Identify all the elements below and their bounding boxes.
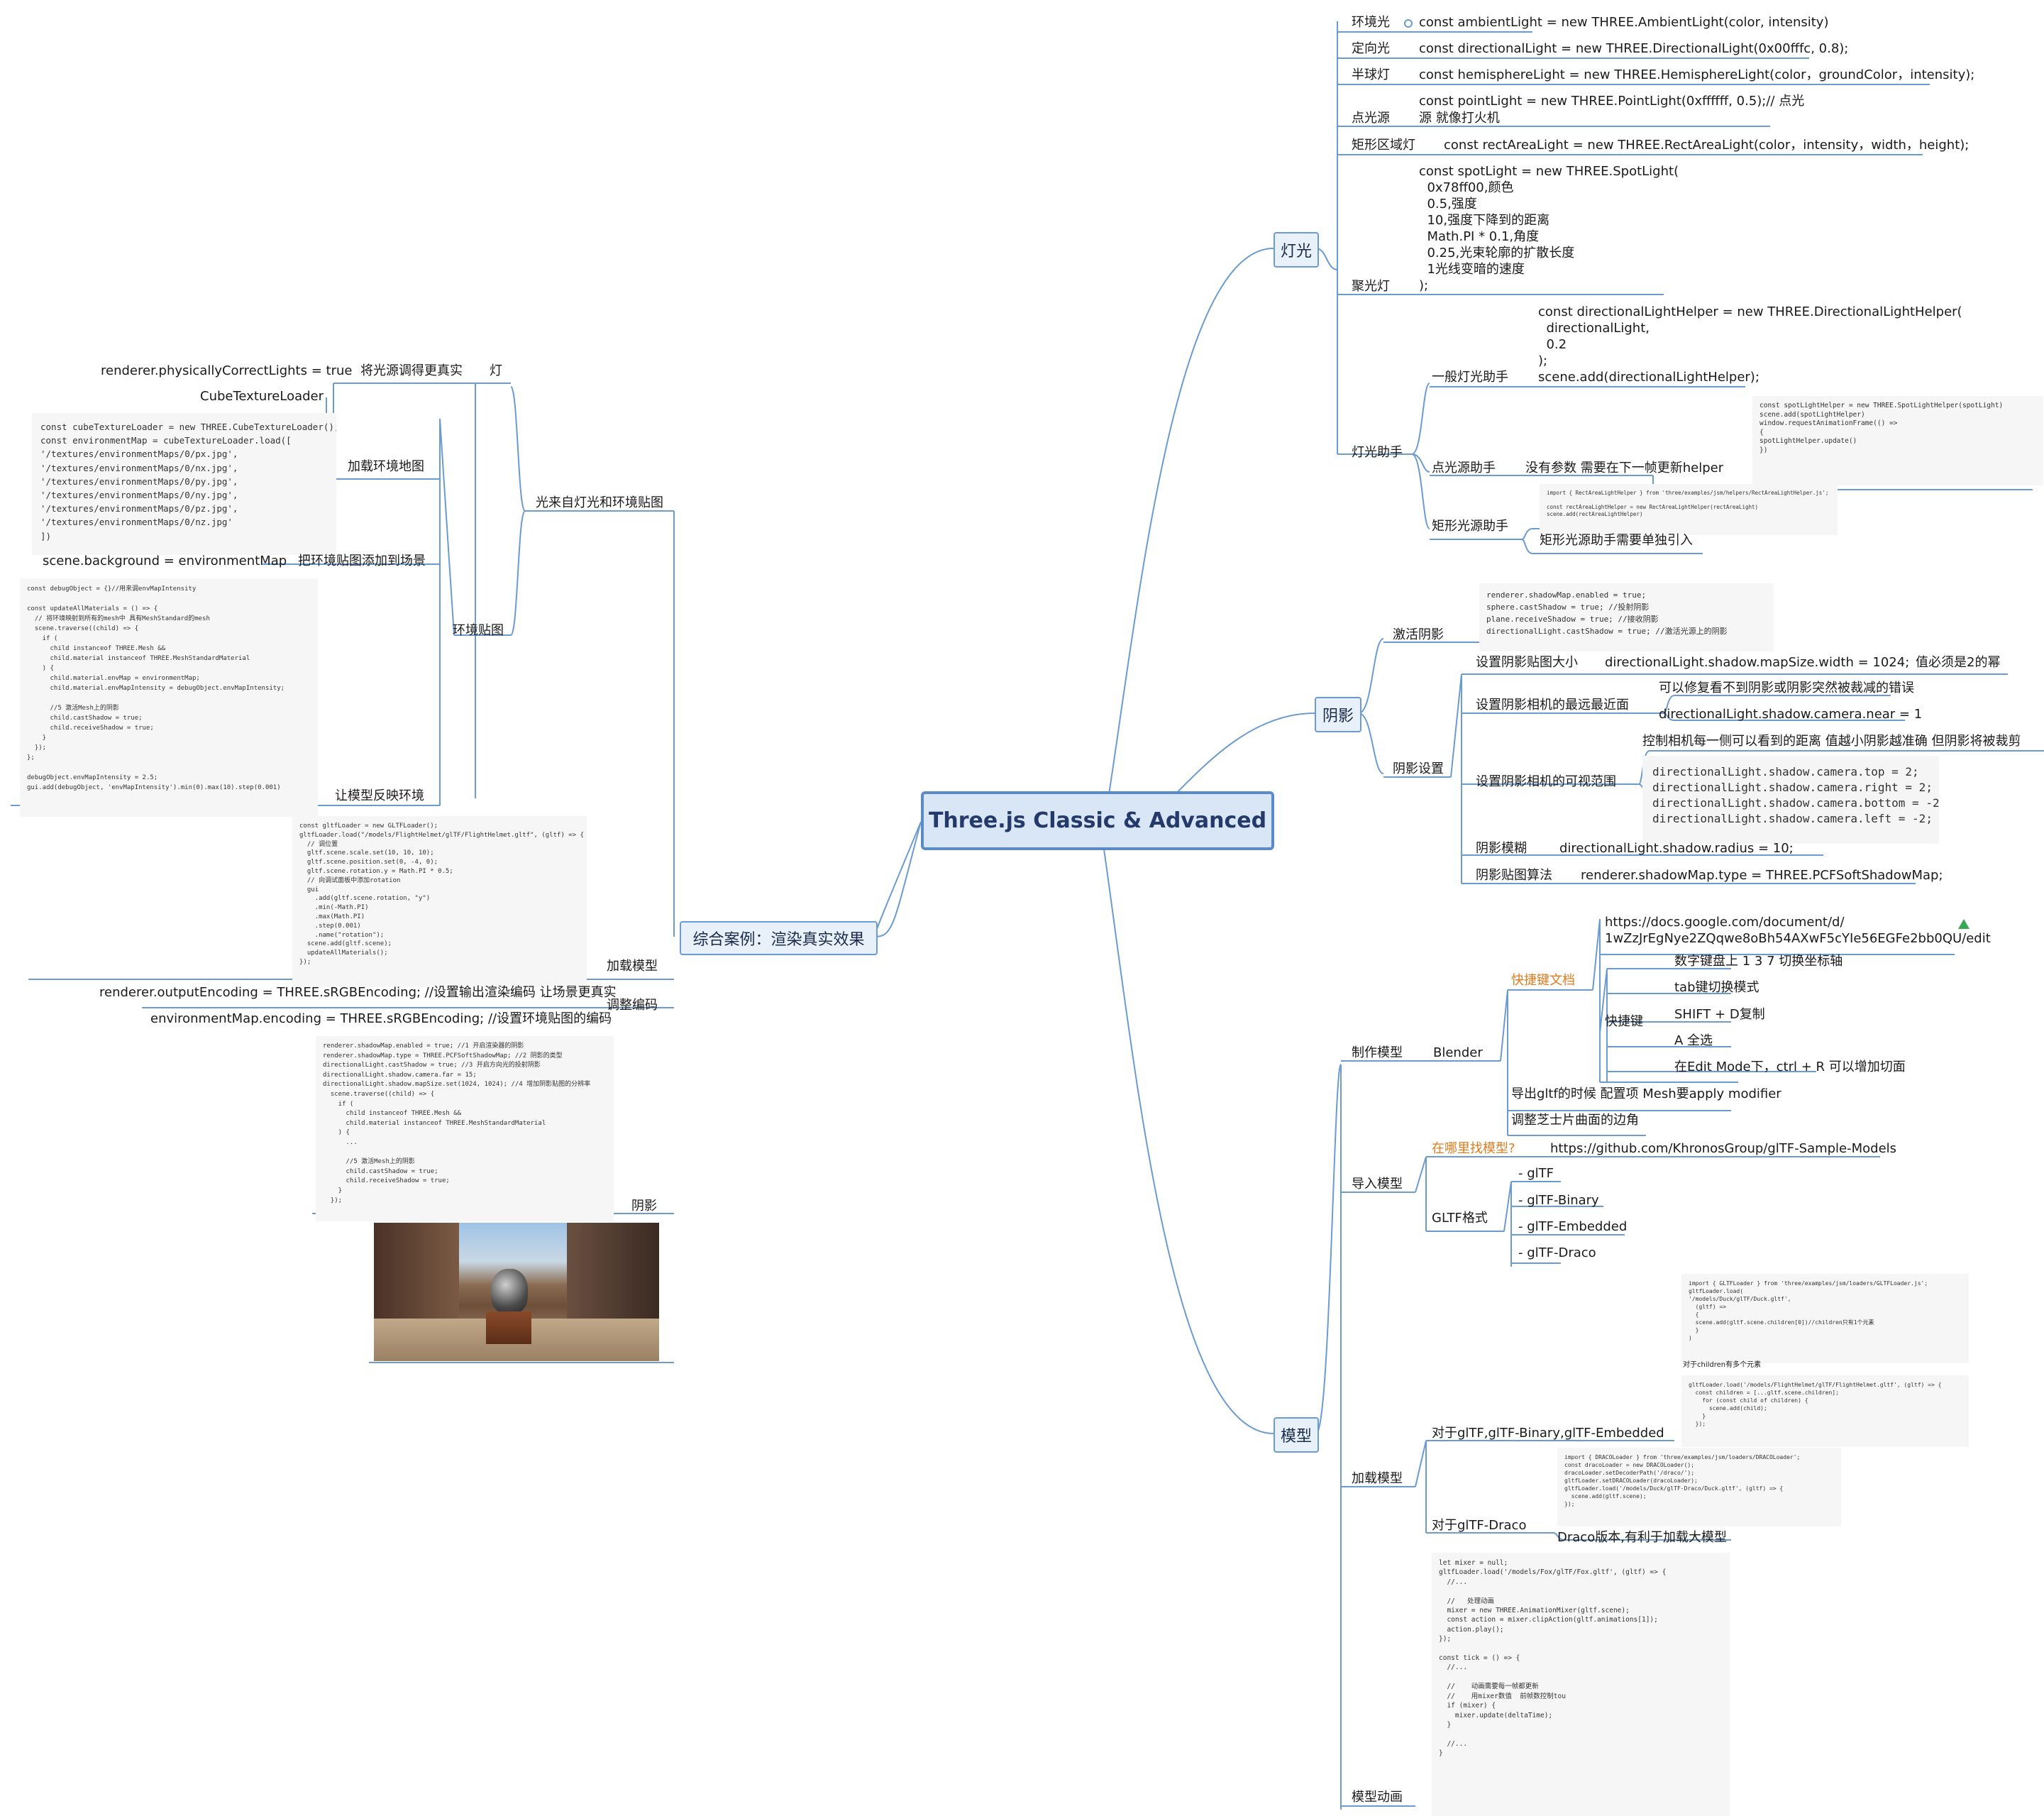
code-shadow-camera-range: directionalLight.shadow.camera.top = 2; … [1642, 756, 1939, 844]
note-draco: Draco版本,有利于加载大模型 [1557, 1530, 1727, 1545]
branch-shadow[interactable]: 阴影 [1315, 697, 1361, 732]
node-reflect-env[interactable]: 让模型反映环境 [335, 788, 424, 803]
note-multiple-children: 对于children有多个元素 [1683, 1361, 1762, 1369]
note-shadow-map-size: 值必须是2的幂 [1916, 655, 2001, 670]
node-export-gltf: 导出gltf的时候 配置项 Mesh要apply modifier [1511, 1086, 1781, 1101]
shortcut-item: tab键切换模式 [1674, 980, 1760, 995]
code-case-shadow: renderer.shadowMap.enabled = true; //1 开… [316, 1036, 614, 1221]
node-make-model[interactable]: 制作模型 [1352, 1045, 1403, 1060]
code-case-load-model: const gltfLoader = new GLTFLoader(); glt… [292, 816, 587, 987]
root-node[interactable]: Three.js Classic & Advanced [921, 791, 1274, 850]
code-reflect-env: const debugObject = {}//用来调envMapIntensi… [20, 578, 318, 817]
node-activate-shadow[interactable]: 激活阴影 [1393, 627, 1444, 642]
node-model-animation[interactable]: 模型动画 [1352, 1790, 1403, 1805]
node-ambient-light[interactable]: 环境光 [1352, 15, 1390, 30]
code-rect-helper: import { RectAreaLightHelper } from 'thr… [1540, 484, 1838, 535]
link-shortcut-doc[interactable]: https://docs.google.com/document/d/ 1wZz… [1605, 915, 1991, 946]
node-hemisphere-light[interactable]: 半球灯 [1352, 67, 1390, 82]
node-gltf-format[interactable]: GLTF格式 [1432, 1211, 1488, 1226]
node-point-helper[interactable]: 点光源助手 [1432, 461, 1496, 475]
code-lamp: renderer.physicallyCorrectLights = true [101, 363, 353, 378]
node-light-env[interactable]: 光来自灯光和环境贴图 [536, 495, 663, 510]
code-load-gltf: import { GLTFLoader } from 'three/exampl… [1681, 1274, 1969, 1363]
code-spot-light: const spotLight = new THREE.SpotLight( 0… [1419, 164, 1679, 293]
node-shadow-algorithm[interactable]: 阴影贴图算法 [1476, 868, 1552, 883]
code-load-draco: import { DRACOLoader } from 'three/examp… [1557, 1448, 1841, 1526]
code-point-helper: const spotLightHelper = new THREE.SpotLi… [1752, 396, 2043, 485]
node-shortcuts[interactable]: 快捷键 [1605, 1014, 1643, 1029]
node-load-draco[interactable]: 对于glTF-Draco [1432, 1518, 1527, 1533]
node-shadow-settings[interactable]: 阴影设置 [1393, 761, 1444, 776]
google-drive-icon [1958, 919, 1970, 929]
code-general-helper: const directionalLightHelper = new THREE… [1538, 304, 1962, 385]
node-lamp[interactable]: 灯 [490, 363, 502, 378]
node-adjust-encoding[interactable]: 调整编码 [607, 998, 658, 1013]
code-shadow-near-far: directionalLight.shadow.camera.near = 1 [1659, 707, 1923, 722]
shortcut-item: 在Edit Mode下，ctrl + R 可以增加切面 [1674, 1060, 1906, 1074]
format-item: - glTF [1518, 1166, 1554, 1181]
code-rect-area-light: const rectAreaLight = new THREE.RectArea… [1444, 138, 1970, 153]
shortcut-item: SHIFT + D复制 [1674, 1007, 1765, 1022]
node-case-shadow[interactable]: 阴影 [631, 1199, 657, 1214]
node-where-models[interactable]: 在哪里找模型? [1432, 1141, 1515, 1156]
node-general-helper[interactable]: 一般灯光助手 [1432, 370, 1508, 385]
node-rect-helper[interactable]: 矩形光源助手 [1432, 519, 1508, 534]
node-import-model[interactable]: 导入模型 [1352, 1177, 1403, 1192]
code-shadow-algorithm: renderer.shadowMap.type = THREE.PCFSoftS… [1581, 868, 1943, 883]
node-bevel: 调整芝士片曲面的边角 [1511, 1113, 1639, 1128]
code-add-env-map: scene.background = environmentMap [43, 554, 287, 568]
node-load-model[interactable]: 加载模型 [1352, 1471, 1403, 1486]
node-shadow-camera-range[interactable]: 设置阴影相机的可视范围 [1476, 774, 1616, 789]
code-shadow-blur: directionalLight.shadow.radius = 10; [1559, 841, 1794, 856]
node-load-env-map[interactable]: 加载环境地图 [348, 459, 424, 474]
format-item: - glTF-Binary [1518, 1193, 1599, 1208]
format-item: - glTF-Draco [1518, 1245, 1596, 1260]
node-blender[interactable]: Blender [1433, 1045, 1483, 1060]
node-case-load-model[interactable]: 加载模型 [607, 959, 658, 974]
note-point-helper: 没有参数 需要在下一帧更新helper [1525, 461, 1724, 475]
code-shadow-map-size: directionalLight.shadow.mapSize.width = … [1605, 655, 1910, 670]
code-directional-light: const directionalLight = new THREE.Direc… [1419, 41, 1849, 56]
node-spot-light[interactable]: 聚光灯 [1352, 279, 1390, 294]
node-shortcut-doc[interactable]: 快捷键文档 [1511, 973, 1575, 988]
node-rect-area-light[interactable]: 矩形区域灯 [1352, 138, 1415, 153]
code-env-encoding: environmentMap.encoding = THREE.sRGBEnco… [150, 1011, 612, 1026]
code-load-gltf-children: gltfLoader.load('/models/FlightHelmet/gl… [1681, 1375, 1969, 1447]
shortcut-item: A 全选 [1674, 1033, 1713, 1048]
node-shadow-blur[interactable]: 阴影模糊 [1476, 841, 1527, 856]
code-model-animation: let mixer = null; gltfLoader.load('/mode… [1432, 1553, 1730, 1816]
code-activate-shadow: renderer.shadowMap.enabled = true; spher… [1479, 583, 1774, 651]
node-add-env-map[interactable]: 把环境贴图添加到场景 [298, 554, 426, 568]
render-result-image [374, 1223, 659, 1361]
node-shadow-map-size[interactable]: 设置阴影贴图大小 [1476, 655, 1578, 670]
shortcut-item: 数字键盘上 1 3 7 切换坐标轴 [1674, 954, 1843, 969]
link-gltf-samples[interactable]: https://github.com/KhronosGroup/glTF-Sam… [1550, 1141, 1897, 1156]
code-output-encoding: renderer.outputEncoding = THREE.sRGBEnco… [99, 985, 617, 1000]
node-shadow-near-far[interactable]: 设置阴影相机的最远最近面 [1476, 698, 1629, 712]
code-load-env-map: const cubeTextureLoader = new THREE.Cube… [32, 413, 336, 555]
note-shadow-near-far: 可以修复看不到阴影或阴影突然被裁减的错误 [1659, 681, 1914, 695]
code-hemisphere-light: const hemisphereLight = new THREE.Hemisp… [1419, 67, 1975, 82]
branch-case[interactable]: 综合案例：渲染真实效果 [680, 921, 878, 955]
branch-model[interactable]: 模型 [1274, 1417, 1319, 1453]
note-lamp: 将光源调得更真实 [360, 363, 463, 378]
node-directional-light[interactable]: 定向光 [1352, 41, 1390, 56]
title-cube-texture-loader: CubeTextureLoader [200, 389, 324, 404]
node-light-helpers[interactable]: 灯光助手 [1352, 445, 1403, 460]
flight-helmet-model [491, 1269, 528, 1314]
code-point-light: const pointLight = new THREE.PointLight(… [1419, 94, 1805, 126]
code-ambient-light: const ambientLight = new THREE.AmbientLi… [1419, 15, 1829, 30]
node-point-light[interactable]: 点光源 [1352, 111, 1390, 126]
branch-light[interactable]: 灯光 [1274, 232, 1319, 268]
note-rect-helper: 矩形光源助手需要单独引入 [1540, 533, 1693, 548]
node-load-gltf[interactable]: 对于glTF,glTF-Binary,glTF-Embedded [1432, 1426, 1664, 1441]
format-item: - glTF-Embedded [1518, 1219, 1628, 1234]
note-shadow-camera-range: 控制相机每一侧可以看到的距离 值越小阴影越准确 但阴影将被裁剪 [1642, 734, 2021, 749]
node-env-map[interactable]: 环境贴图 [453, 623, 504, 638]
